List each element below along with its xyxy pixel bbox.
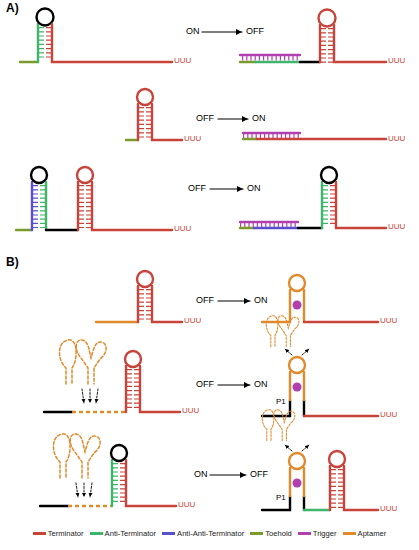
state-arrow	[218, 118, 248, 119]
construct-b1-on	[262, 275, 378, 322]
state-label: OFF	[250, 470, 268, 479]
legend-text: Toehold	[265, 529, 292, 538]
state-arrow	[210, 474, 246, 475]
construct-a1-off	[20, 9, 172, 63]
legend-item: Anti-Terminator	[90, 529, 156, 538]
state-label: OFF	[196, 380, 214, 389]
state-label: ON	[186, 27, 200, 36]
construct-a2-off	[126, 89, 182, 140]
construct-b3-on	[40, 434, 176, 506]
construct-b2-on	[262, 316, 378, 416]
legend-text: Terminator	[48, 529, 84, 538]
poly-u-tail: UUU	[178, 501, 195, 509]
legend-item: Terminator	[33, 529, 84, 538]
legend: Terminator Anti-Terminator Anti-Anti-Termi…	[0, 529, 419, 538]
legend-swatch	[33, 532, 46, 535]
legend-swatch	[90, 532, 103, 535]
poly-u-tail: UUU	[184, 135, 201, 143]
construct-b1-off	[96, 271, 182, 322]
legend-text: Trigger	[313, 529, 337, 538]
state-label: OFF	[196, 114, 214, 123]
state-label: OFF	[188, 184, 206, 193]
legend-swatch	[162, 532, 175, 535]
state-label: OFF	[246, 27, 264, 36]
state-label: ON	[252, 114, 266, 123]
legend-item: Trigger	[298, 529, 337, 538]
panel-letter: B)	[6, 256, 19, 268]
state-label: ON	[254, 296, 268, 305]
state-label: ON	[194, 470, 208, 479]
state-label: ON	[254, 380, 268, 389]
poly-u-tail: UUU	[388, 223, 405, 231]
poly-u-tail: UUU	[182, 407, 199, 415]
poly-u-tail: UUU	[388, 57, 405, 65]
state-arrow	[218, 384, 250, 385]
construct-a3-off	[16, 167, 172, 230]
stem-label: P1	[276, 494, 286, 502]
state-arrow	[210, 188, 243, 189]
construct-a3-on	[240, 167, 386, 228]
construct-a2-on	[243, 133, 386, 139]
construct-a1-on	[240, 10, 386, 64]
legend-text: Aptamer	[358, 529, 387, 538]
legend-item: Anti-Anti-Terminator	[162, 529, 244, 538]
state-label: OFF	[196, 296, 214, 305]
poly-u-tail: UUU	[380, 505, 397, 513]
poly-u-tail: UUU	[184, 317, 201, 325]
poly-u-tail: UUU	[380, 411, 397, 419]
legend-text: Anti-Terminator	[105, 529, 156, 538]
stem-label: P1	[276, 398, 286, 406]
legend-swatch	[298, 532, 311, 535]
legend-item: Toehold	[250, 529, 292, 538]
state-arrow	[202, 31, 242, 32]
state-arrow	[218, 300, 250, 301]
construct-b2-off	[44, 340, 180, 412]
legend-swatch	[343, 532, 356, 535]
poly-u-tail: UUU	[388, 135, 405, 143]
poly-u-tail: UUU	[174, 225, 191, 233]
legend-swatch	[250, 532, 263, 535]
construct-b3-off	[262, 410, 378, 510]
poly-u-tail: UUU	[174, 57, 191, 65]
state-label: ON	[247, 184, 261, 193]
legend-text: Anti-Anti-Terminator	[177, 529, 244, 538]
panel-letter: A)	[6, 2, 19, 14]
legend-item: Aptamer	[343, 529, 387, 538]
poly-u-tail: UUU	[380, 317, 397, 325]
